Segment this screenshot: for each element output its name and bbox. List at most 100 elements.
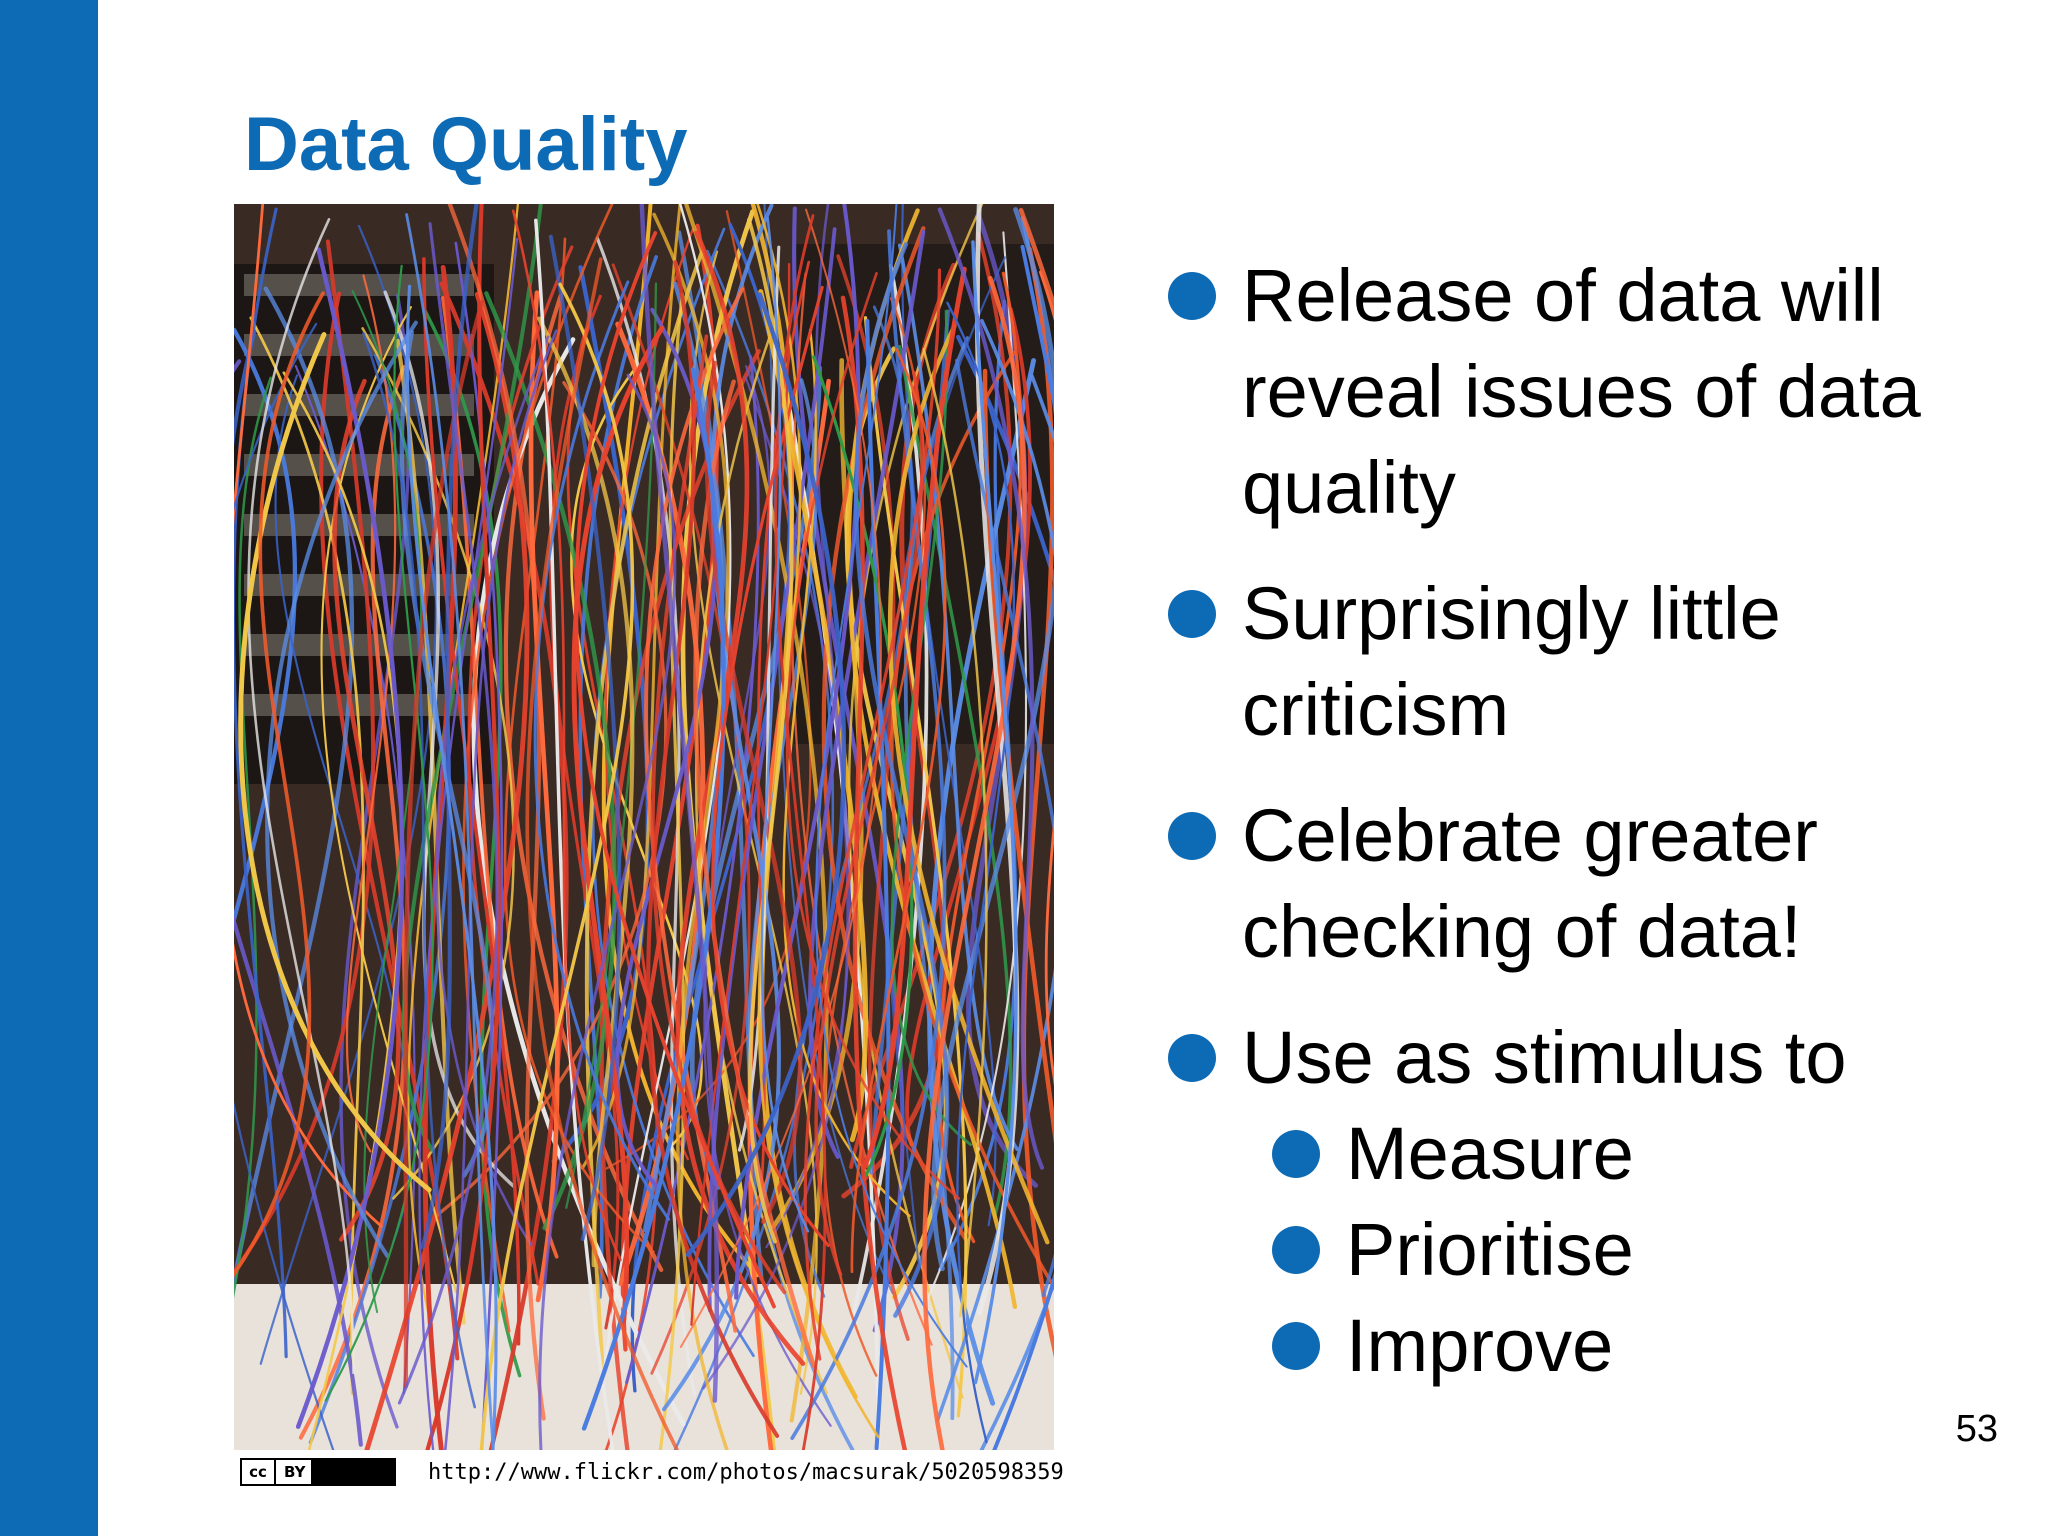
slide-title: Data Quality — [244, 102, 688, 187]
cable-strand — [462, 204, 614, 1333]
tangled-cables-illustration — [234, 204, 1054, 1450]
cable-strand — [536, 316, 635, 1268]
cable-strand — [905, 307, 1032, 1147]
cable-strand — [581, 367, 726, 1431]
cable-strand — [785, 271, 961, 1200]
list-item: Use as stimulus to Measure Prioritise Im… — [1168, 1010, 2028, 1394]
cable-strand — [548, 234, 622, 1241]
cable-strand — [639, 204, 720, 1403]
cable-strand — [625, 355, 760, 1384]
bullet-text: Celebrate greater checking of data! — [1242, 794, 1818, 973]
cable-strand — [528, 290, 560, 1303]
cable-strand — [274, 374, 412, 1244]
cable-strand — [397, 222, 499, 1405]
cable-strand — [574, 231, 776, 1309]
cable-strand — [803, 268, 942, 1361]
sub-bullet-dot-icon — [1272, 1322, 1320, 1370]
cable-strand — [923, 231, 1028, 1307]
cable-strand — [760, 216, 810, 1233]
cable-strand — [238, 332, 432, 1193]
cc-icon: cc — [242, 1460, 276, 1484]
bullet-dot-icon — [1168, 590, 1216, 638]
patch-panel — [244, 454, 474, 476]
patch-panel — [244, 274, 474, 296]
cable-strand — [525, 257, 680, 1450]
cable-strand — [644, 287, 745, 1333]
cable-strand — [320, 306, 458, 1294]
cable-strand — [443, 329, 558, 1450]
cable-strand — [565, 282, 658, 1209]
cable-strand — [971, 240, 1018, 1385]
cable-strand — [849, 231, 1013, 1169]
cable-strand — [405, 213, 495, 1450]
cable-strand — [538, 373, 677, 1450]
cable-strand — [865, 319, 891, 1450]
cable-strand — [511, 209, 622, 1262]
cable-strand — [364, 291, 530, 1450]
cable-strand — [863, 316, 968, 1418]
cable-strand — [234, 322, 335, 1450]
sub-bullet-text: Improve — [1346, 1304, 1614, 1387]
sub-bullet-text: Measure — [1346, 1112, 1634, 1195]
patch-panel — [244, 634, 474, 656]
cable-strand — [247, 217, 355, 1374]
cable-strand — [850, 348, 947, 1274]
sub-bullet-text: Prioritise — [1346, 1208, 1634, 1291]
cable-strand — [533, 280, 671, 1221]
cable-strand — [479, 282, 635, 1450]
cable-strand — [815, 204, 968, 1368]
bullet-dot-icon — [1168, 812, 1216, 860]
cable-strand — [847, 204, 984, 1399]
sub-bullet-list: Measure Prioritise Improve — [1242, 1106, 2028, 1394]
cable-strand — [747, 217, 794, 1244]
cable-strand — [418, 237, 519, 1450]
cable-strand — [955, 358, 1054, 1298]
cables-photo — [234, 204, 1054, 1450]
list-item: Surprisingly little criticism — [1168, 566, 2028, 758]
cable-strand — [570, 367, 703, 1148]
cable-strand — [362, 332, 477, 1409]
cc-by-label: BY — [276, 1460, 312, 1484]
cable-strand — [566, 328, 659, 1450]
cable-strand — [758, 289, 868, 1143]
bullet-list: Release of data will reveal issues of da… — [1168, 248, 2028, 1424]
cable-strand — [946, 301, 1016, 1444]
cable-strand — [549, 294, 620, 1330]
cable-strand — [861, 266, 967, 1170]
cable-strand — [298, 365, 407, 1440]
left-accent-bar — [0, 0, 98, 1536]
cable-strand — [685, 292, 847, 1257]
cable-strand — [234, 204, 383, 1228]
cc-license-badge[interactable]: cc BY — [240, 1458, 396, 1486]
cable-strand — [422, 257, 521, 1346]
cable-strand — [484, 291, 617, 1231]
bullet-dot-icon — [1168, 1034, 1216, 1082]
cable-strand — [992, 244, 1054, 1450]
cable-strand — [707, 227, 837, 1313]
cable-strand — [295, 247, 405, 1429]
cable-strand — [324, 264, 434, 1402]
cable-strand — [259, 224, 438, 1365]
cable-strand — [897, 243, 1019, 1151]
page-number: 53 — [1955, 1408, 1998, 1450]
cable-strand — [234, 359, 363, 1447]
cable-strand — [332, 378, 401, 1242]
cable-strand — [782, 328, 911, 1218]
cable-strand — [922, 347, 988, 1318]
cable-strand — [679, 208, 882, 1348]
cable-strand — [425, 204, 501, 1450]
cable-strand — [658, 292, 686, 1450]
sub-list-item: Measure — [1168, 1106, 2028, 1202]
cable-strand — [571, 325, 665, 1324]
cable-strand — [249, 316, 365, 1395]
bullet-text: Use as stimulus to — [1242, 1016, 1847, 1099]
sub-bullet-dot-icon — [1272, 1226, 1320, 1274]
sub-bullet-dot-icon — [1272, 1130, 1320, 1178]
bullet-dot-icon — [1168, 272, 1216, 320]
cable-strand — [405, 284, 498, 1450]
image-credit: cc BY http://www.flickr.com/photos/macsu… — [240, 1456, 1064, 1488]
cable-strand — [814, 370, 924, 1277]
cable-strand — [922, 275, 1027, 1450]
list-item: Release of data will reveal issues of da… — [1168, 248, 2028, 536]
source-url-link[interactable]: http://www.flickr.com/photos/macsurak/50… — [428, 1459, 1064, 1485]
